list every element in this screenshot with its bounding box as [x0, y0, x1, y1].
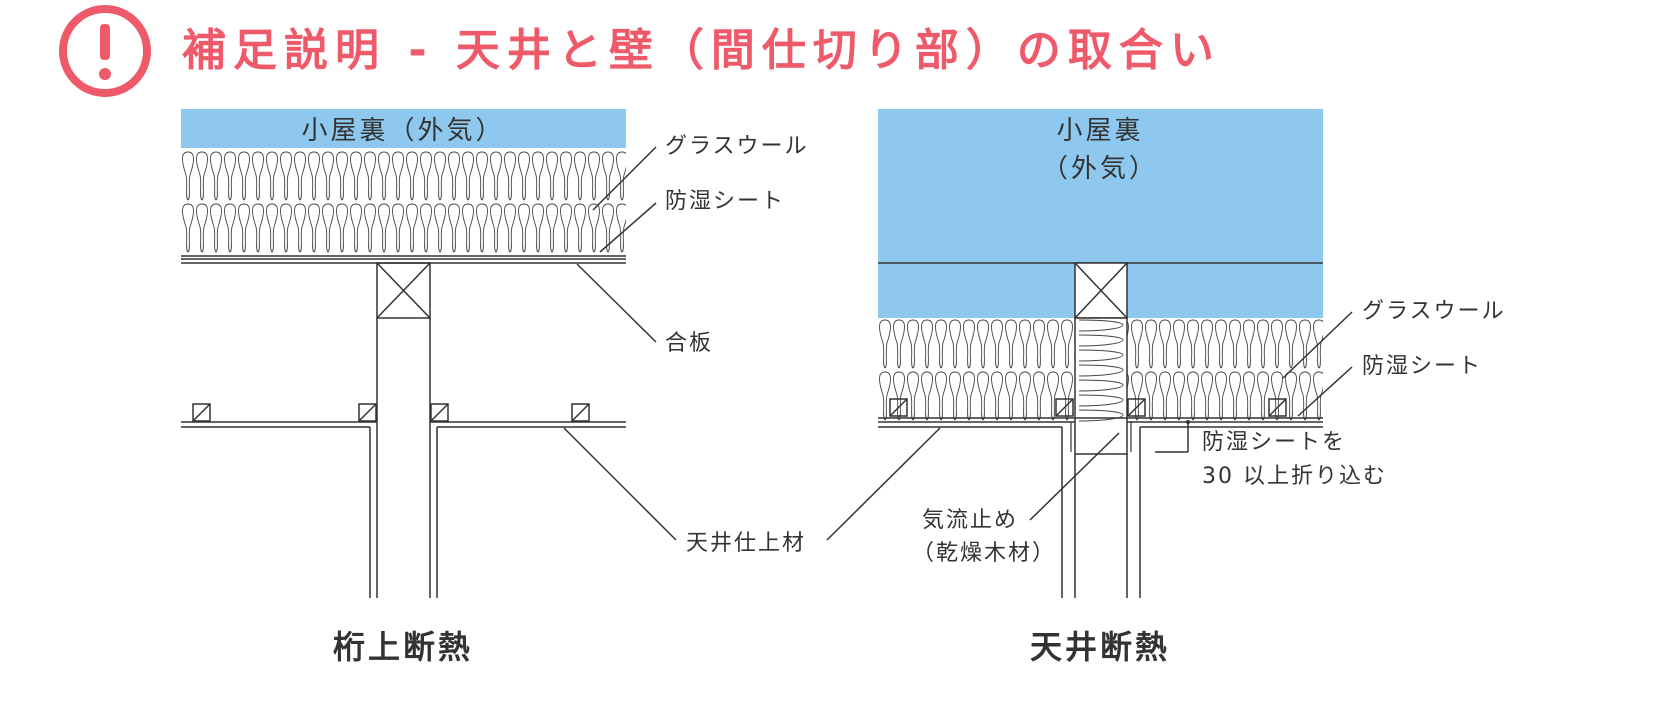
right-attic-label-1: 小屋裏 — [1056, 116, 1143, 146]
left-batten-3 — [430, 403, 449, 422]
plywood-label: 合板 — [665, 331, 713, 356]
right-attic-label-2: （外気） — [1042, 154, 1158, 184]
air-stop-label-2: （乾燥木材） — [912, 541, 1056, 566]
left-vapor-barrier-label: 防湿シート — [665, 189, 785, 214]
left-attic-label: 小屋裏（外気） — [301, 116, 504, 146]
right-diagram — [826, 109, 1353, 598]
left-batten-4 — [571, 403, 590, 422]
left-batten-2 — [358, 403, 377, 422]
left-beam — [376, 262, 431, 319]
left-diagram — [181, 109, 677, 598]
header: 補足説明 - 天井と壁（間仕切り部）の取合い — [0, 0, 1667, 105]
left-glass-wool-label: グラスウール — [665, 134, 809, 159]
right-glass-wool-label: グラスウール — [1362, 299, 1506, 324]
exclamation-circle-icon — [59, 5, 151, 97]
page-title: 補足説明 - 天井と壁（間仕切り部）の取合い — [182, 25, 1221, 76]
overlap-label-1: 防湿シートを — [1202, 430, 1346, 455]
right-batten-2 — [1055, 398, 1074, 417]
air-stop-label-1: 気流止め — [922, 508, 1018, 533]
left-attic-zone — [181, 109, 626, 148]
ceiling-finish-label: 天井仕上材 — [686, 531, 806, 556]
right-caption: 天井断熱 — [1030, 628, 1170, 666]
overlap-marker — [1186, 420, 1190, 424]
right-batten-4 — [1268, 398, 1287, 417]
left-caption: 桁上断熱 — [333, 628, 473, 666]
right-vapor-barrier-label: 防湿シート — [1362, 354, 1482, 379]
right-batten-1 — [889, 398, 908, 417]
left-glass-wool — [181, 150, 626, 254]
overlap-label-2: 30 以上折り込む — [1202, 464, 1387, 489]
left-batten-1 — [192, 403, 211, 422]
right-batten-3 — [1127, 398, 1146, 417]
